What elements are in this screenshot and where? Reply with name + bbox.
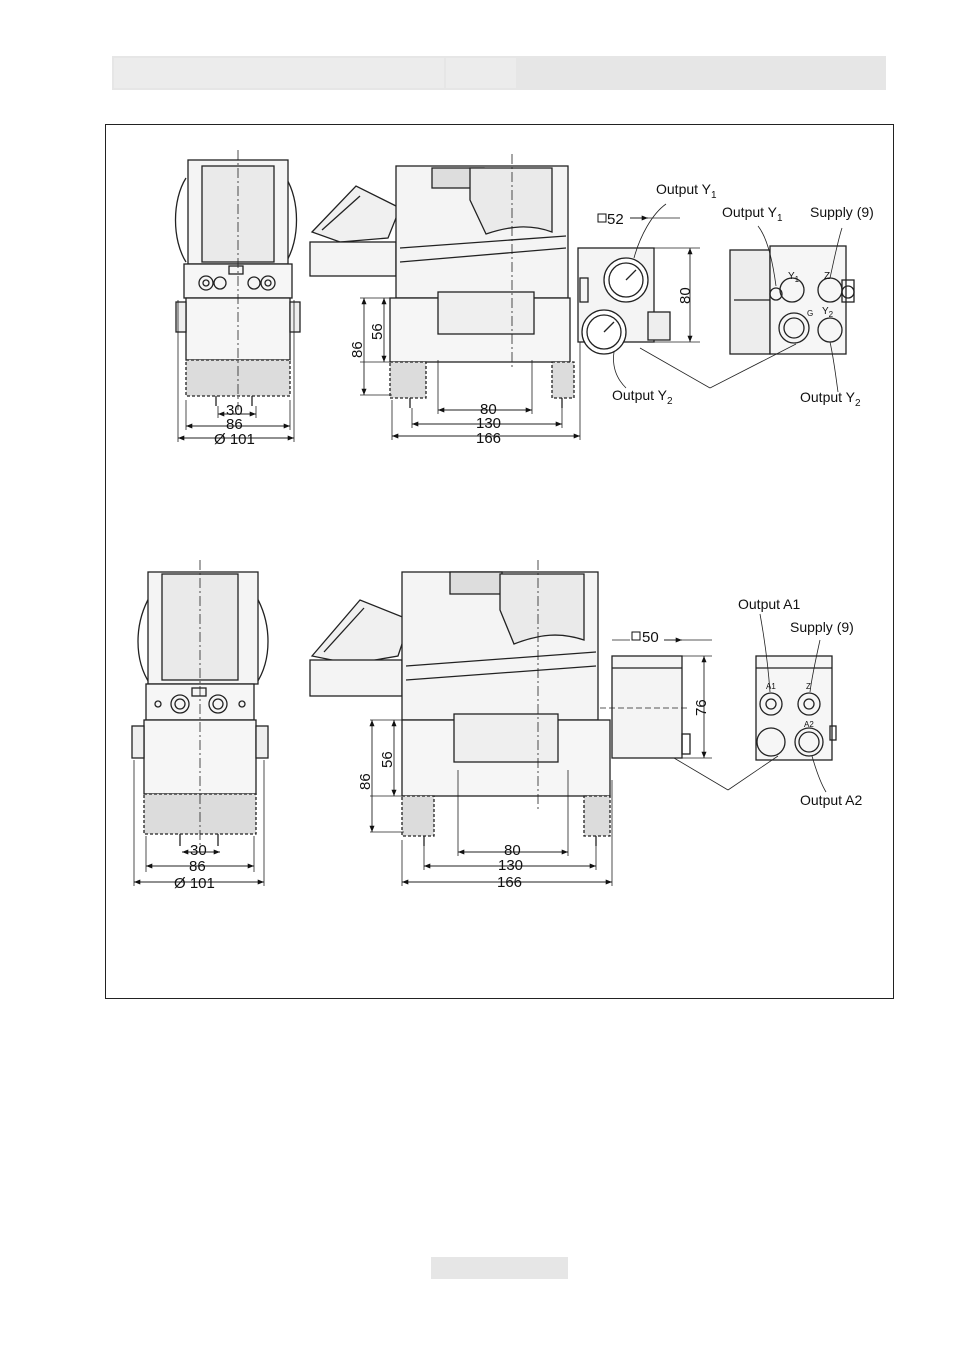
dim-square-50: 50 <box>642 629 659 646</box>
dim-166: 166 <box>476 430 501 447</box>
dim-height-56: 56 <box>369 323 386 340</box>
side-view-2 <box>310 560 728 886</box>
figure-2 <box>132 560 836 886</box>
square-symbol <box>598 214 606 222</box>
port-label-a1: A1 <box>766 682 776 691</box>
dim-height-80: 80 <box>677 287 694 304</box>
front-view-1 <box>176 150 301 442</box>
footer-bar <box>431 1257 568 1279</box>
label-output-a1: Output A1 <box>738 596 800 612</box>
dim-diameter-101: Ø 101 <box>214 431 255 448</box>
label-output-y2-right: Output Y2 <box>800 389 861 409</box>
dim-diameter-101: Ø 101 <box>174 875 215 892</box>
front-view-2 <box>132 560 268 886</box>
dim-86: 86 <box>189 858 206 875</box>
port-label-a2: A2 <box>804 720 814 729</box>
dim-height-76: 76 <box>693 699 710 716</box>
figure-1 <box>176 150 855 442</box>
rear-view-2 <box>728 614 836 792</box>
rear-view-1 <box>710 226 854 392</box>
label-output-y1-left: Output Y1 <box>656 181 717 201</box>
label-output-y1-right: Output Y1 <box>722 204 783 224</box>
dim-square-52: 52 <box>607 211 624 228</box>
dim-height-86: 86 <box>349 341 366 358</box>
dim-30: 30 <box>190 842 207 859</box>
dim-height-56: 56 <box>379 751 396 768</box>
port-label-g: G <box>807 309 813 318</box>
port-label-z: Z <box>824 271 830 282</box>
dim-166: 166 <box>497 874 522 891</box>
label-supply-right: Supply (9) <box>810 204 874 220</box>
square-symbol <box>632 632 640 640</box>
label-output-y2-left: Output Y2 <box>612 387 673 407</box>
port-label-z: Z <box>806 682 811 691</box>
label-supply: Supply (9) <box>790 619 854 635</box>
dim-height-86: 86 <box>357 773 374 790</box>
dim-130: 130 <box>498 857 523 874</box>
label-output-a2: Output A2 <box>800 792 862 808</box>
